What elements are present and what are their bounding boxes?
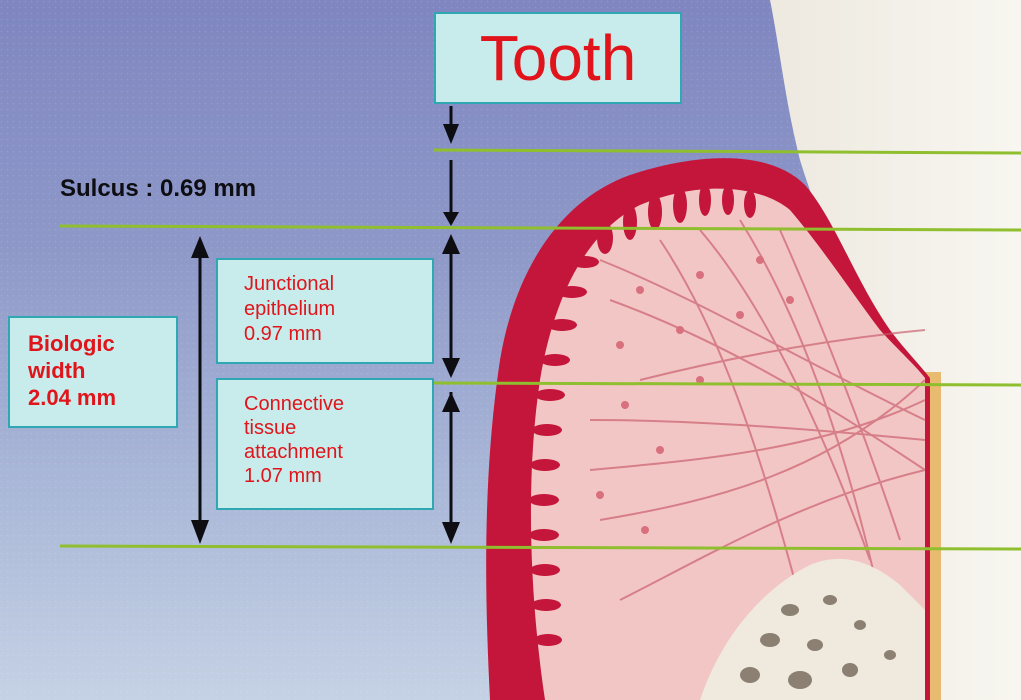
- biologic-width-line-1: Biologic: [28, 330, 116, 357]
- connective-tissue-line-1: Connective: [244, 392, 344, 416]
- junctional-epithelium-box: Junctional epithelium 0.97 mm: [216, 258, 434, 364]
- connective-tissue-value: 1.07 mm: [244, 464, 344, 488]
- biologic-width-box: Biologic width 2.04 mm: [8, 316, 178, 428]
- connective-tissue-line-3: attachment: [244, 440, 344, 464]
- biologic-width-text: Biologic width 2.04 mm: [28, 330, 116, 411]
- tooth-label-box: Tooth: [434, 12, 682, 104]
- connective-tissue-line-2: tissue: [244, 416, 344, 440]
- tooth-title: Tooth: [436, 22, 680, 94]
- reference-line-epithelium-bottom: [434, 383, 1021, 385]
- junctional-epithelium-line-2: epithelium: [244, 297, 335, 322]
- junctional-epithelium-line-1: Junctional: [244, 272, 335, 297]
- junctional-epithelium-value: 0.97 mm: [244, 322, 335, 347]
- biologic-width-line-2: width: [28, 357, 116, 384]
- junctional-epithelium-text: Junctional epithelium 0.97 mm: [244, 272, 335, 347]
- connective-tissue-text: Connective tissue attachment 1.07 mm: [244, 392, 344, 488]
- connective-tissue-box: Connective tissue attachment 1.07 mm: [216, 378, 434, 510]
- biologic-width-value: 2.04 mm: [28, 384, 116, 411]
- sulcus-label: Sulcus : 0.69 mm: [60, 174, 256, 204]
